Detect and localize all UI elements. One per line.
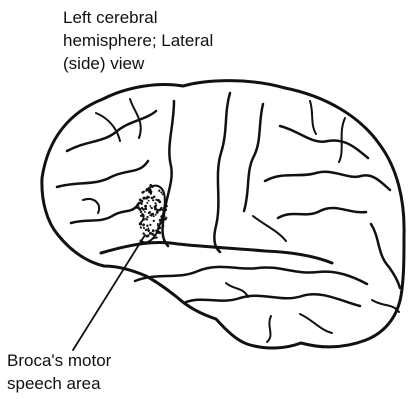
stipple-dot — [149, 232, 152, 235]
stipple-dot — [140, 226, 142, 228]
stipple-dot — [150, 192, 152, 194]
stipple-dot — [149, 205, 151, 207]
stipple-dot — [146, 216, 148, 218]
parietal-sulcus-2 — [265, 172, 390, 190]
stipple-dot — [149, 188, 152, 191]
stipple-dot — [159, 219, 161, 221]
parietal-fold-1 — [310, 101, 316, 134]
postcentral-sulcus — [244, 104, 263, 211]
stipple-dot — [165, 205, 168, 208]
central-sulcus — [214, 93, 230, 252]
stipple-dot — [151, 207, 153, 209]
stipple-dot — [148, 212, 150, 214]
stipple-dot — [158, 190, 160, 192]
frontal-fold-3 — [83, 199, 99, 213]
stipple-dot — [160, 222, 162, 224]
stipple-dot — [145, 229, 147, 231]
stipple-dot — [145, 208, 148, 211]
brocas-area-label-line-1: Broca's motor — [7, 349, 111, 372]
stipple-dot — [165, 217, 167, 219]
stipple-dot — [156, 236, 158, 238]
occipital-sulcus — [371, 224, 400, 288]
parietal-fold-3 — [253, 216, 286, 241]
stipple-dot — [146, 225, 148, 227]
stipple-dot — [139, 223, 142, 226]
stipple-dot — [140, 211, 142, 213]
frontal-sulcus-middle — [57, 161, 148, 187]
stipple-dot — [159, 232, 162, 235]
stipple-dot — [151, 186, 153, 188]
stipple-dot — [157, 199, 160, 202]
brocas-area-label: Broca's motor speech area — [7, 349, 111, 395]
stipple-dot — [152, 199, 154, 201]
stipple-dot — [140, 200, 143, 203]
view-caption-line-3: (side) view — [63, 52, 213, 75]
stipple-dot — [142, 197, 145, 200]
stipple-dot — [164, 215, 166, 217]
temporal-fold-2 — [300, 314, 332, 333]
stipple-dot — [162, 225, 164, 227]
stipple-dot — [157, 223, 159, 225]
stipple-dot — [164, 208, 167, 211]
frontal-sulcus-upper — [67, 111, 156, 151]
stipple-dot — [138, 206, 140, 208]
parietal-sulcus-3 — [278, 208, 366, 218]
temporal-sulcus-inferior — [184, 294, 360, 306]
frontal-fold-2 — [130, 99, 141, 138]
stipple-dot — [154, 202, 156, 204]
stipple-dot — [155, 204, 157, 206]
stipple-dot — [153, 215, 155, 217]
stipple-dot — [155, 208, 157, 210]
stipple-dot — [154, 237, 156, 239]
temporal-fold-3 — [267, 316, 271, 342]
frontal-sulcus-lower — [71, 203, 139, 223]
stipple-dot — [152, 197, 154, 199]
stipple-dot — [148, 230, 150, 232]
stipple-dot — [149, 224, 151, 226]
stipple-dot — [143, 191, 145, 193]
stipple-dot — [156, 211, 158, 213]
stipple-dot — [159, 227, 161, 229]
stipple-dot — [147, 228, 149, 230]
stipple-dot — [155, 229, 157, 231]
stipple-dot — [153, 220, 155, 222]
brain-outline — [42, 81, 404, 348]
stipple-dot — [142, 232, 144, 234]
stipple-dot — [148, 196, 150, 198]
parietal-sulcus-1 — [280, 126, 368, 158]
view-caption-line-2: hemisphere; Lateral — [63, 29, 213, 52]
stipple-dot — [145, 189, 147, 191]
precentral-sulcus — [163, 101, 174, 246]
stipple-dot — [141, 213, 143, 215]
stipple-dot — [152, 229, 155, 232]
view-caption-line-1: Left cerebral — [63, 6, 213, 29]
stipple-dot — [151, 233, 154, 236]
stipple-dot — [149, 214, 151, 216]
occipital-fold — [372, 300, 399, 312]
stipple-dot — [160, 215, 163, 218]
stipple-dot — [144, 205, 147, 208]
stipple-dot — [142, 223, 145, 226]
stipple-dot — [142, 209, 144, 211]
stipple-dot — [164, 199, 166, 201]
brocas-area-label-line-2: speech area — [7, 372, 111, 395]
stipple-dot — [143, 227, 145, 229]
stipple-dot — [160, 207, 163, 210]
stipple-dot — [142, 218, 145, 221]
stipple-dot — [148, 200, 150, 202]
stipple-dot — [155, 199, 157, 201]
temporal-fold-1 — [226, 283, 248, 297]
stipple-dot — [162, 193, 164, 195]
stipple-dot — [142, 215, 145, 218]
view-caption: Left cerebral hemisphere; Lateral (side)… — [63, 6, 213, 75]
stipple-dot — [144, 211, 146, 213]
temporal-sulcus-superior — [135, 267, 367, 284]
stipple-dot — [136, 203, 138, 205]
stipple-dot — [155, 214, 157, 216]
stipple-dot — [147, 234, 150, 237]
stipple-dot — [149, 184, 152, 187]
stipple-dot — [146, 219, 148, 221]
stipple-dot — [160, 192, 162, 194]
stipple-dot — [146, 202, 148, 204]
